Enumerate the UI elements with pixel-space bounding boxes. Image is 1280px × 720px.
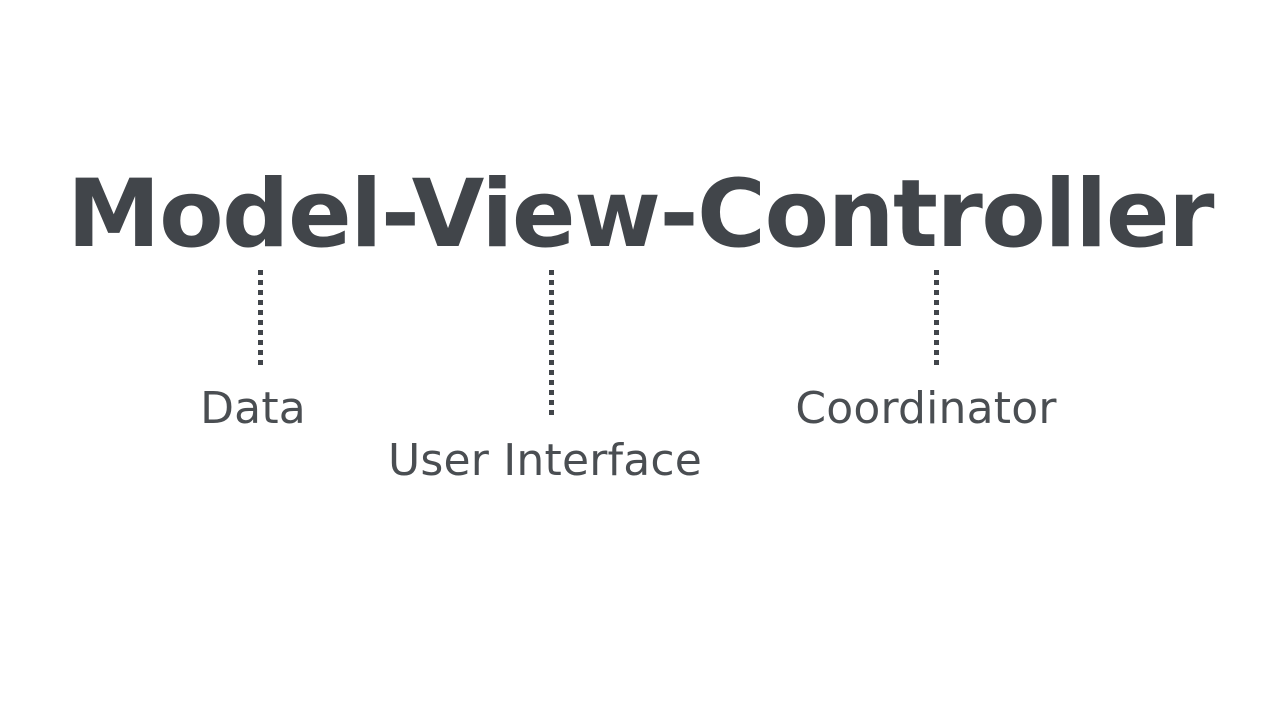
connector-dotted-line-model [258,270,263,366]
page-title: Model-View-Controller [67,160,1214,269]
label-view-user-interface: User Interface [387,435,703,486]
label-model-data: Data [200,383,306,434]
connector-dotted-line-controller [934,270,939,366]
connector-dotted-line-view [549,270,554,418]
label-controller-coordinator: Coordinator [795,383,1057,434]
